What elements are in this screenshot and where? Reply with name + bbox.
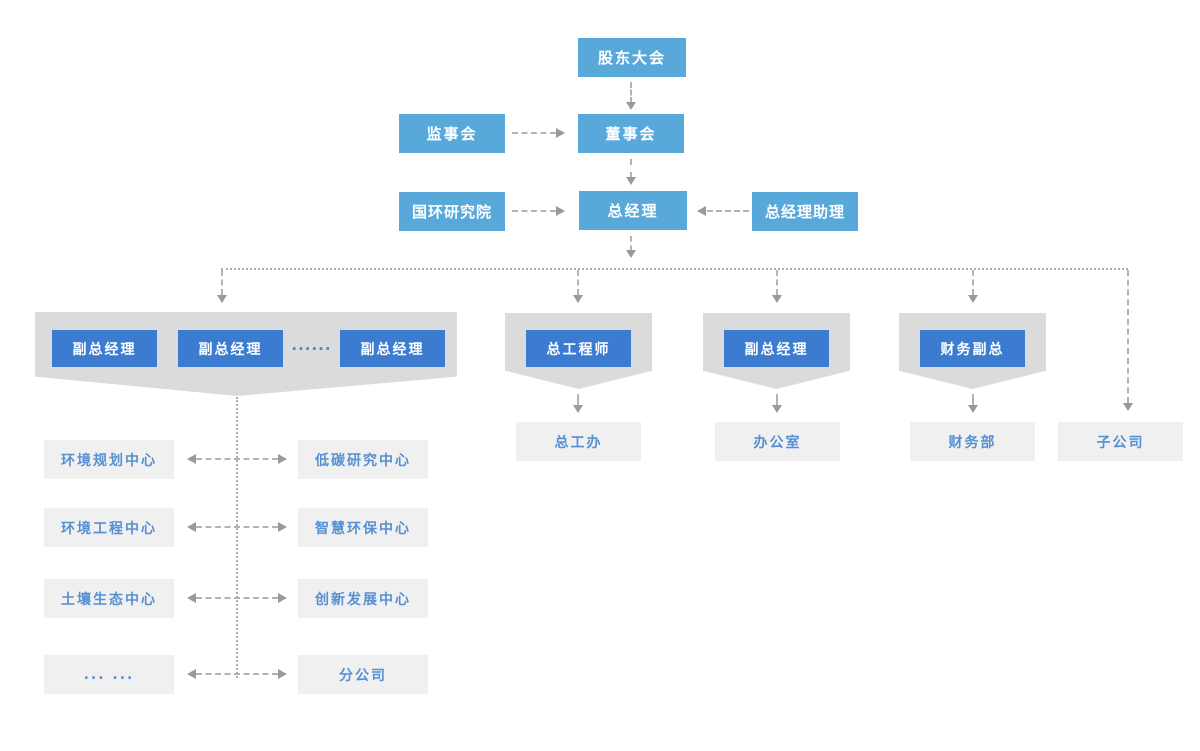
node-low-carbon-research-center: 低碳研究中心	[298, 440, 428, 479]
arrow-right-icon	[278, 454, 287, 464]
connector-drop-deputy-office	[776, 270, 778, 295]
connector-board-gm	[630, 159, 632, 178]
arrow-right-icon	[278, 593, 287, 603]
arrow-left-icon	[187, 522, 196, 532]
node-finance-deputy: 财务副总	[920, 330, 1025, 367]
connector-supervisory-board	[512, 132, 556, 134]
connector-institute-gm	[512, 210, 556, 212]
arrow-down-icon	[217, 295, 227, 303]
arrow-left-icon	[187, 593, 196, 603]
arrow-down-icon	[573, 405, 583, 413]
arrow-down-icon	[626, 177, 636, 185]
connector-finance-dept	[972, 394, 974, 405]
arrow-right-icon	[278, 669, 287, 679]
arrow-down-icon	[1123, 403, 1133, 411]
connector-main-horizontal	[221, 268, 1128, 270]
arrow-right-icon	[556, 128, 565, 138]
connector-chief-engineer-office	[577, 394, 579, 405]
arrow-left-icon	[187, 669, 196, 679]
arrow-down-icon	[772, 405, 782, 413]
connector-row3	[196, 597, 278, 599]
node-env-planning-center: 环境规划中心	[44, 440, 174, 479]
connector-drop-finance	[972, 270, 974, 295]
node-supervisory-board: 监事会	[399, 114, 505, 153]
node-deputy-gm-office: 副总经理	[724, 330, 829, 367]
arrow-down-icon	[968, 295, 978, 303]
deputy-gm-ellipsis: ......	[291, 336, 332, 354]
arrow-down-icon	[626, 102, 636, 110]
node-finance-dept: 财务部	[910, 422, 1035, 461]
node-deputy-gm-2: 副总经理	[178, 330, 283, 367]
connector-row4	[196, 673, 278, 675]
connector-drop-chief-engineer	[577, 270, 579, 295]
connector-drop-subsidiary	[1127, 270, 1129, 403]
arrow-down-icon	[968, 405, 978, 413]
node-board-of-directors: 董事会	[578, 114, 684, 153]
connector-shareholders-board	[630, 82, 632, 103]
node-general-manager: 总经理	[579, 191, 687, 230]
node-more-centers-ellipsis: ... ...	[44, 655, 174, 694]
connector-center-spine	[236, 397, 238, 678]
node-smart-envprotect-center: 智慧环保中心	[298, 508, 428, 547]
arrow-right-icon	[556, 206, 565, 216]
arrow-down-icon	[772, 295, 782, 303]
connector-row1	[196, 458, 278, 460]
node-innovation-dev-center: 创新发展中心	[298, 579, 428, 618]
connector-drop-deputies	[221, 270, 223, 295]
node-guohuan-research-institute: 国环研究院	[399, 192, 505, 231]
arrow-left-icon	[187, 454, 196, 464]
node-soil-ecology-center: 土壤生态中心	[44, 579, 174, 618]
node-deputy-gm-1: 副总经理	[52, 330, 157, 367]
arrow-left-icon	[697, 206, 706, 216]
arrow-right-icon	[278, 522, 287, 532]
connector-assistant-gm	[707, 210, 749, 212]
connector-gm-downline	[630, 236, 632, 251]
connector-row2	[196, 526, 278, 528]
node-deputy-gm-3: 副总经理	[340, 330, 445, 367]
arrow-down-icon	[626, 250, 636, 258]
arrow-down-icon	[573, 295, 583, 303]
node-chief-engineer-office: 总工办	[516, 422, 641, 461]
node-shareholders-meeting: 股东大会	[578, 38, 686, 77]
node-office: 办公室	[715, 422, 840, 461]
node-chief-engineer: 总工程师	[526, 330, 631, 367]
connector-deputy-office	[776, 394, 778, 405]
node-subsidiary: 子公司	[1058, 422, 1183, 461]
node-gm-assistant: 总经理助理	[752, 192, 858, 231]
node-branch-company: 分公司	[298, 655, 428, 694]
node-env-engineering-center: 环境工程中心	[44, 508, 174, 547]
